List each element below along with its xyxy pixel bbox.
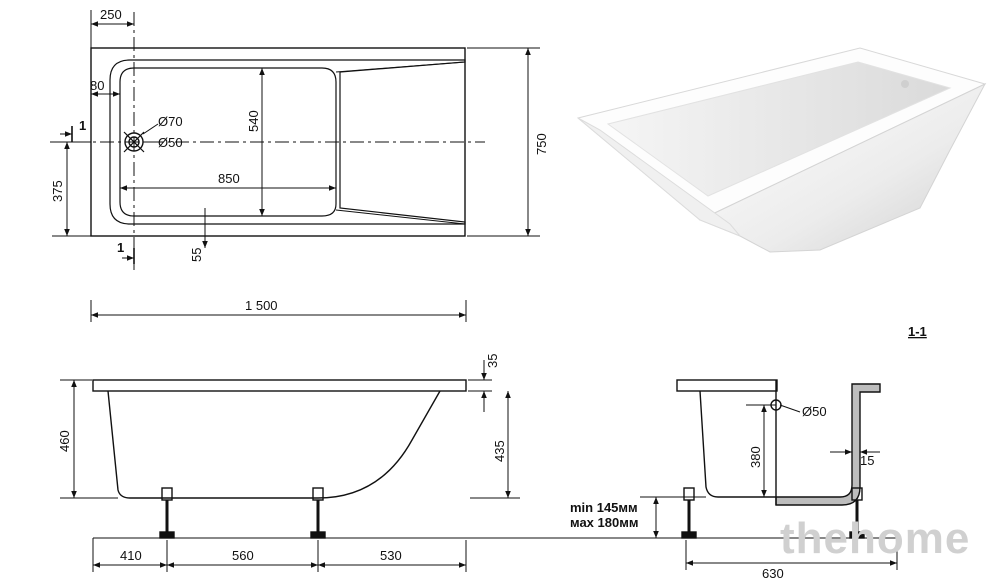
dim-drain-outer: Ø70 (158, 114, 183, 129)
section-mark-bottom: 1 (117, 240, 124, 255)
section-rim-left (676, 379, 778, 392)
dim-leg-max: мах 180мм (570, 515, 638, 530)
section-dimension-labels: Ø50 380 15 min 145мм мах 180мм 630 (570, 404, 874, 581)
dim-top: 250 (100, 7, 122, 22)
dim-inner-length: 850 (218, 171, 240, 186)
section-leg-2 (849, 487, 865, 539)
plan-dimensions (52, 10, 540, 264)
dim-leg-1: 410 (120, 548, 142, 563)
dim-inner-height: 435 (492, 440, 507, 462)
dim-overall-length: 1 500 (245, 298, 278, 313)
section-dimensions (640, 404, 898, 570)
side-dimension-labels: 35 460 435 410 560 530 (57, 354, 507, 563)
dim-section-width: 630 (762, 566, 784, 581)
dim-leg-2: 560 (232, 548, 254, 563)
dim-section-drain: Ø50 (802, 404, 827, 419)
side-leg-2 (310, 487, 326, 539)
dim-inner-width: 540 (246, 110, 261, 132)
side-rim (92, 379, 467, 392)
plan-inner-bowl (109, 59, 466, 225)
watermark-text: thehome (780, 514, 970, 563)
plan-dimension-labels: 250 80 Ø70 Ø50 540 850 375 55 750 1 1 (50, 7, 549, 262)
section-leg-1 (681, 487, 697, 539)
plan-drain-inner (128, 136, 140, 148)
dim-section-wall: 15 (860, 453, 874, 468)
side-dimensions (60, 360, 900, 572)
dim-section-depth: 380 (748, 446, 763, 468)
side-leg-1 (159, 487, 175, 539)
plan-inner-bowl-2 (119, 67, 337, 217)
dim-drain-inner: Ø50 (158, 135, 183, 150)
bathtub-3d-render (576, 47, 987, 253)
side-body (107, 390, 441, 499)
dim-leg-min: min 145мм (570, 500, 638, 515)
dim-leg-3: 530 (380, 548, 402, 563)
dim-width: 750 (534, 133, 549, 155)
section-view (676, 379, 881, 539)
dim-left-offset: 80 (90, 78, 104, 93)
dim-half-width: 375 (50, 180, 65, 202)
section-body-left (699, 390, 776, 498)
section-mark-top: 1 (79, 118, 86, 133)
overall-length-dimension (90, 300, 467, 322)
section-cut-wall (775, 383, 881, 506)
dim-height: 460 (57, 430, 72, 452)
dim-rim: 35 (485, 354, 500, 368)
section-title: 1-1 (908, 324, 927, 339)
dim-bottom-rim: 55 (189, 248, 204, 262)
side-view (92, 379, 467, 539)
plan-view (50, 12, 485, 270)
